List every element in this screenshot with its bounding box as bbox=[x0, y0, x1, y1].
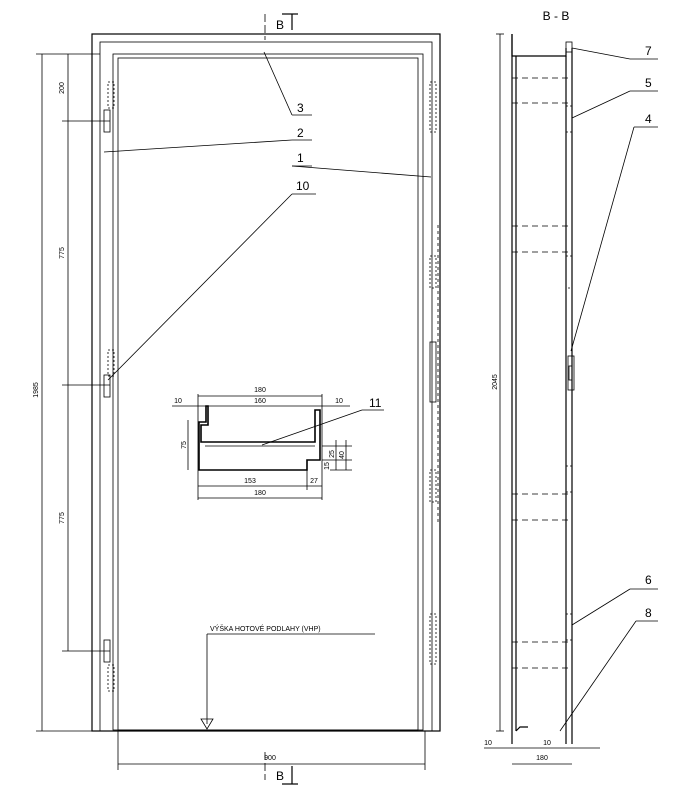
section-dim-10-left: 10 bbox=[484, 740, 492, 747]
dim-1985: 1985 bbox=[33, 382, 40, 398]
section-hinge-3 bbox=[565, 465, 573, 493]
detail-dim-10-right: 10 bbox=[335, 398, 343, 405]
floor-label: VÝŠKA HOTOVÉ PODLAHY (VHP) bbox=[210, 624, 321, 633]
detail-profile: 180 10 160 10 75 25 15 40 153 27 180 11 bbox=[172, 387, 384, 500]
detail-dim-25: 25 bbox=[329, 450, 336, 458]
callout-6: 6 bbox=[645, 573, 652, 587]
section-dim-10-right: 10 bbox=[543, 740, 551, 747]
hinge-left-3 bbox=[103, 639, 115, 692]
callout-1: 1 bbox=[297, 151, 304, 165]
section-marker-top: B bbox=[276, 18, 284, 32]
detail-dim-10-left: 10 bbox=[174, 398, 182, 405]
hinge-right-2 bbox=[429, 255, 437, 289]
callout-11: 11 bbox=[369, 396, 382, 410]
hinge-left-2 bbox=[103, 349, 115, 398]
detail-dim-15: 15 bbox=[324, 462, 331, 470]
callout-5: 5 bbox=[645, 76, 652, 90]
callout-7: 7 bbox=[645, 44, 652, 58]
section-dim-180: 180 bbox=[536, 755, 548, 762]
section-lock bbox=[567, 355, 575, 391]
section-title: B - B bbox=[543, 9, 570, 23]
section-marker-bottom: B bbox=[276, 769, 284, 783]
detail-dim-153: 153 bbox=[244, 478, 256, 485]
section-hinge-4 bbox=[565, 613, 573, 641]
door-leaf-inner bbox=[117, 57, 419, 731]
callout-2: 2 bbox=[297, 126, 304, 140]
dim-900: 900 bbox=[264, 755, 276, 762]
hinge-left-1 bbox=[103, 81, 115, 133]
detail-profile-outline bbox=[198, 405, 321, 471]
detail-dim-27: 27 bbox=[310, 478, 318, 485]
detail-dim-75: 75 bbox=[181, 441, 188, 449]
detail-dim-160: 160 bbox=[254, 398, 266, 405]
front-view: 200 775 775 1985 900 VÝŠKA HOTOVÉ PODLAH… bbox=[33, 13, 441, 785]
section-hinge-1 bbox=[565, 105, 573, 133]
dim-775-lower: 775 bbox=[59, 512, 66, 524]
section-dim-2045: 2045 bbox=[492, 374, 499, 390]
detail-dim-180-bottom: 180 bbox=[254, 490, 266, 497]
detail-dim-180-top: 180 bbox=[254, 387, 266, 394]
section-view: B - B 2045 10 10 180 7 bbox=[484, 9, 658, 765]
lock-plate bbox=[429, 341, 437, 403]
callout-3: 3 bbox=[297, 101, 304, 115]
callout-4: 4 bbox=[645, 112, 652, 126]
callout-8: 8 bbox=[645, 606, 652, 620]
hinge-right-1 bbox=[429, 81, 437, 133]
dim-775-upper: 775 bbox=[59, 247, 66, 259]
section-hinge-2 bbox=[565, 255, 573, 289]
hinge-right-3 bbox=[429, 469, 437, 503]
hinge-right-4 bbox=[429, 613, 437, 665]
callout-10: 10 bbox=[296, 179, 310, 193]
detail-dim-40: 40 bbox=[339, 451, 346, 459]
dim-200: 200 bbox=[59, 82, 66, 94]
